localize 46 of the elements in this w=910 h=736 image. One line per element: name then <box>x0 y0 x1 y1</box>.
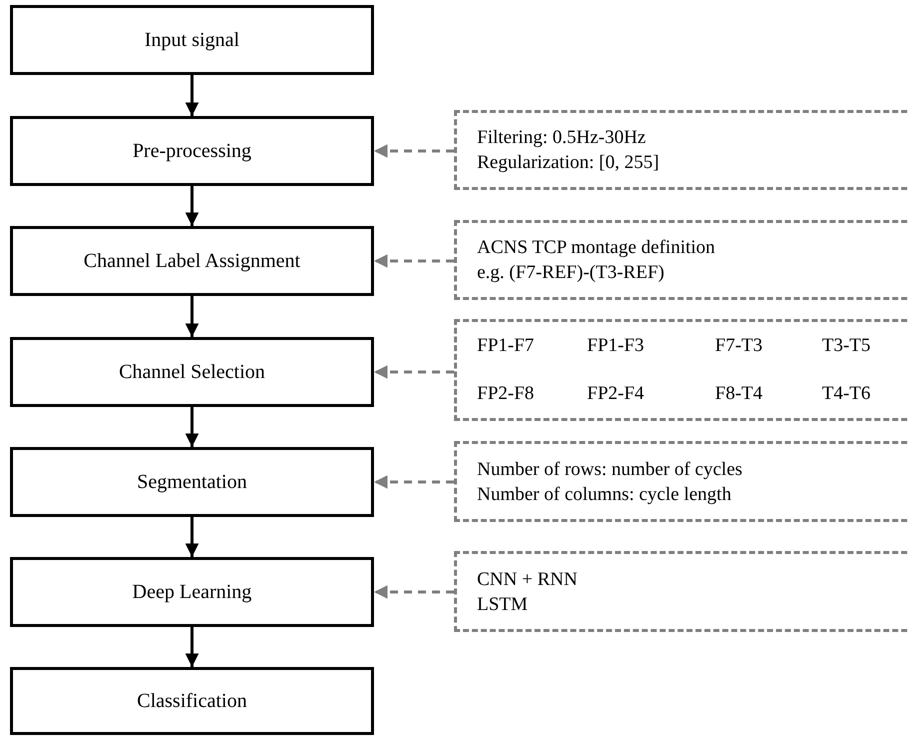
dashed-arrow <box>374 475 454 489</box>
channel-pair-label: F7-T3 <box>715 334 764 358</box>
process-box <box>10 337 374 407</box>
channel-pair-label: FP1-F3 <box>587 334 646 358</box>
note-text: Number of columns: cycle length <box>477 482 732 506</box>
process-box <box>10 226 374 296</box>
step-label: Pre-processing <box>132 138 252 164</box>
process-box <box>10 447 374 517</box>
dashed-note-box <box>454 551 910 632</box>
step-label: Classification <box>137 688 247 714</box>
arrow <box>185 186 199 226</box>
channel-pair-label: T4-T6 <box>822 382 872 406</box>
note-text: Filtering: 0.5Hz-30Hz <box>477 126 647 150</box>
channel-pair-label: T3-T5 <box>822 334 872 358</box>
dashed-arrow <box>374 254 454 268</box>
arrow <box>185 75 199 116</box>
process-box <box>10 557 374 627</box>
arrow <box>185 296 199 337</box>
note-text: e.g. (F7-REF)-(T3-REF) <box>477 261 666 285</box>
process-box <box>10 116 374 186</box>
step-label: Deep Learning <box>132 580 252 604</box>
dashed-note-box <box>454 441 910 522</box>
step-label: Input signal <box>144 28 240 52</box>
arrow <box>185 517 199 557</box>
arrow <box>185 407 199 447</box>
note-text: Number of rows: number of cycles <box>477 458 744 482</box>
step-label: Channel Label Assignment <box>84 248 300 274</box>
dashed-arrow <box>374 144 454 158</box>
channel-pair-label: FP2-F4 <box>587 382 646 406</box>
note-text: ACNS TCP montage definition <box>477 236 716 260</box>
dashed-note-box <box>454 110 910 190</box>
process-box <box>10 667 374 735</box>
note-text: CNN + RNN <box>477 568 578 592</box>
step-label: Segmentation <box>137 470 247 494</box>
dashed-note-box <box>454 319 910 421</box>
dashed-note-box <box>454 220 910 300</box>
note-text: Regularization: [0, 255] <box>477 151 660 175</box>
process-box <box>10 5 374 75</box>
dashed-arrow <box>374 365 454 379</box>
channel-pair-label: F8-T4 <box>715 382 764 406</box>
step-label: Channel Selection <box>118 360 266 384</box>
channel-pair-label: FP2-F8 <box>477 382 536 406</box>
note-text: LSTM <box>477 592 529 616</box>
arrow <box>185 627 199 667</box>
dashed-arrow <box>374 585 454 599</box>
channel-pair-label: FP1-F7 <box>477 334 536 358</box>
